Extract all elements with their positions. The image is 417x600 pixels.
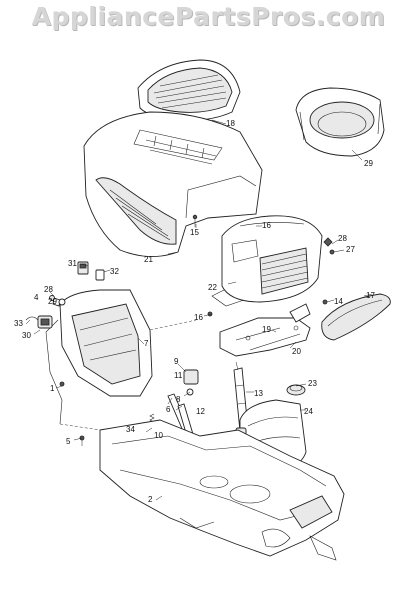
callout-labels: 18 29 21 15 16 22 28 27 17 14 16 19 20 7…: [14, 119, 375, 504]
callout-17: 17: [366, 291, 375, 300]
callout-21: 21: [144, 255, 153, 264]
callout-16-lower: 16: [194, 313, 203, 322]
callout-1: 1: [50, 384, 55, 393]
callout-22: 22: [208, 283, 217, 292]
part-29-nut: [58, 298, 66, 306]
part-17-lens: [321, 293, 391, 341]
callout-8: 8: [176, 395, 181, 404]
callout-19: 19: [262, 325, 271, 334]
callout-10: 10: [154, 431, 163, 440]
callout-5: 5: [66, 437, 71, 446]
part-27-console: [295, 87, 385, 157]
callout-11: 11: [174, 371, 183, 380]
callout-32: 32: [110, 267, 119, 276]
part-26-clip: [323, 237, 333, 247]
callout-6: 6: [166, 405, 171, 414]
part-28-key: [52, 297, 61, 307]
part-31-switch: [77, 261, 89, 275]
callout-14: 14: [334, 297, 343, 306]
callout-27: 29: [364, 159, 373, 168]
leader-lines: [25, 119, 373, 501]
callout-12: 12: [196, 407, 205, 416]
callout-33: 33: [14, 319, 23, 328]
callout-30: 30: [22, 331, 31, 340]
callout-2: 2: [148, 495, 153, 504]
part-32-switch: [95, 269, 105, 281]
callout-7: 7: [144, 339, 149, 348]
chassis-frame: [59, 419, 345, 561]
part-4-knob: [49, 295, 55, 301]
part-33-wire: [25, 316, 39, 321]
part-15-bolt: [192, 214, 198, 227]
part-23-fuel-cap: [286, 384, 306, 396]
part-30-ignition: [37, 315, 53, 329]
part-5-bolt: [79, 435, 85, 446]
callout-18: 18: [226, 119, 235, 128]
callout-29: 29: [48, 297, 57, 306]
callout-34: 34: [126, 425, 135, 434]
part-7-dash-panel: [45, 289, 197, 425]
callout-16-upper: 16: [262, 221, 271, 230]
callout-23: 23: [308, 379, 317, 388]
part-18-hood-insert: [137, 59, 241, 121]
callout-4: 4: [34, 293, 39, 302]
part-21-hood: [83, 111, 263, 257]
callout-20: 20: [292, 347, 301, 356]
part-14-screw: [322, 299, 328, 305]
callout-13: 13: [254, 389, 263, 398]
callout-31: 31: [68, 259, 77, 268]
part-22-grille: [211, 215, 323, 307]
callout-26: 28: [338, 234, 347, 243]
part-11-bracket: [183, 369, 199, 385]
callout-24: 24: [304, 407, 313, 416]
part-25-screw: [329, 249, 335, 255]
part-1-bolt: [59, 381, 65, 387]
callout-9: 9: [174, 357, 179, 366]
callout-28: 28: [44, 285, 53, 294]
part-20-bracket: [219, 303, 311, 357]
callout-15: 15: [190, 228, 199, 237]
callout-25: 27: [346, 245, 355, 254]
watermark-text: AppliancePartsPros.com: [31, 2, 386, 31]
